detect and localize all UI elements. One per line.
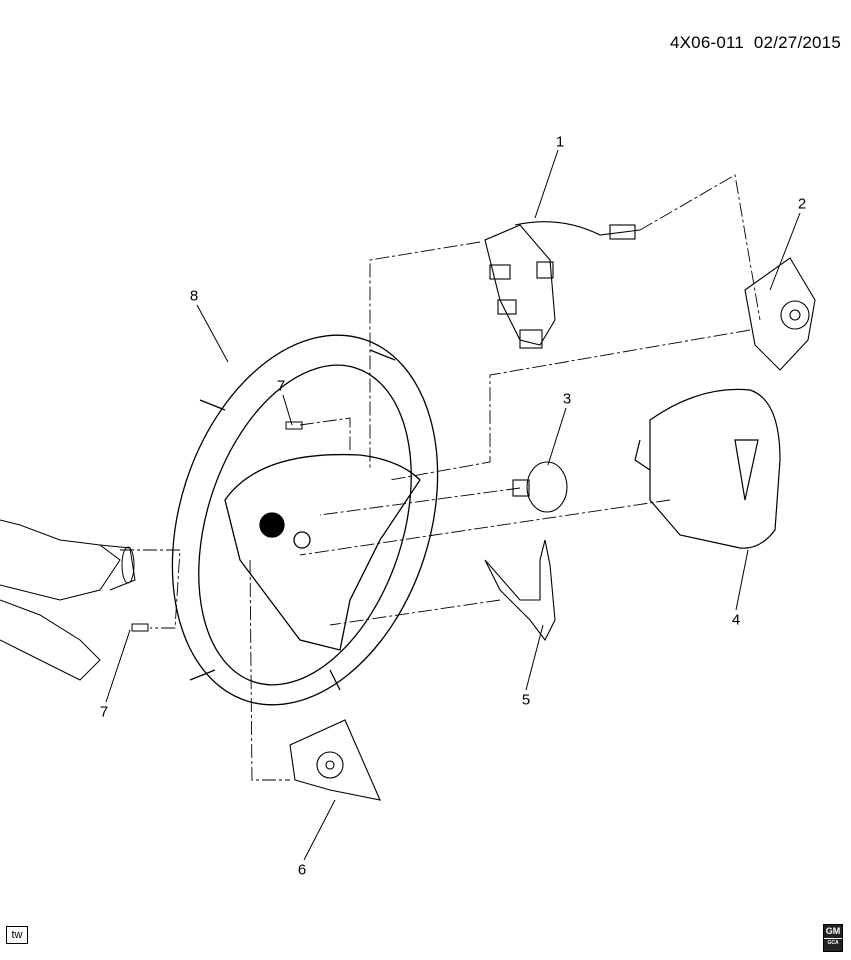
callout-6: 6 [297,861,307,879]
airbag [634,388,781,549]
callout-5: 5 [521,691,531,709]
gm-logo: GM GCA [823,924,843,952]
callout-4: 4 [731,611,741,629]
bezel-trim [484,539,556,642]
callout-7-lower: 7 [99,703,109,721]
right-switch [744,257,816,371]
bolts [131,421,303,632]
screw [512,461,568,513]
gm-logo-sub: GCA [824,938,842,947]
callout-7-upper: 7 [276,377,286,395]
gm-logo-text: GM [825,926,841,936]
diagram-code: 4X06-011 [669,33,745,52]
callout-8: 8 [189,287,199,305]
callout-1: 1 [555,133,565,151]
alignment-lines [120,174,761,781]
steering-wheel [171,334,439,706]
callout-2: 2 [797,195,807,213]
diagram-date: 02/27/2015 [753,33,841,52]
leader-lines [105,149,801,861]
steering-column [0,519,136,681]
left-switch [289,719,381,801]
diagram-header: 4X06-011 02/27/2015 [670,33,841,53]
callout-3: 3 [562,390,572,408]
tw-badge: tw [6,926,28,944]
wiring-harness [484,221,641,349]
